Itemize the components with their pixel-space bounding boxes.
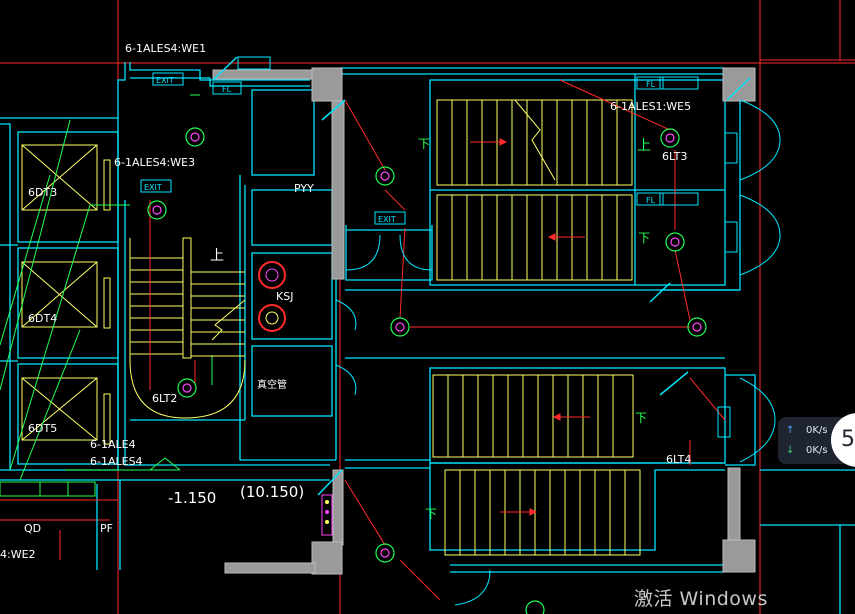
stair-6lt2 <box>129 237 246 419</box>
cable-tag-1: 6-1ALE4 <box>90 438 136 451</box>
level-label: -1.150 <box>168 489 216 507</box>
wall-tag-top: 6-1ALES4:WE1 <box>125 42 206 55</box>
elevator-label-6dt4: 6DT4 <box>28 312 57 325</box>
exit-text-1: EXIT <box>156 76 174 85</box>
upload-arrow-icon: ↑ <box>786 425 795 436</box>
download-speed: 0K/s <box>806 445 828 456</box>
stair-upper-right <box>436 99 633 281</box>
exit-text-3: EXIT <box>378 215 396 224</box>
exit-text-2: EXIT <box>144 183 162 192</box>
stair-lower-right <box>432 374 641 556</box>
down-mark-1: 下 <box>418 137 430 151</box>
up-mark-1: 上 <box>210 248 224 264</box>
cable-tag-2: 6-1ALES4 <box>90 455 143 468</box>
shaft-label-vacuum: 真空管 <box>257 378 287 391</box>
elevator-label-6dt5: 6DT5 <box>28 422 57 435</box>
room-label-pf: PF <box>100 522 113 535</box>
exit-signs <box>140 56 738 438</box>
down-mark-3: 下 <box>635 411 647 425</box>
fl-text-3: FL <box>646 196 656 205</box>
emergency-lights <box>147 127 707 614</box>
network-speed-widget[interactable]: ↑ 0K/s ↓ 0K/s 5 <box>778 413 855 467</box>
shaft-label-pyy: PYY <box>294 182 314 195</box>
red-wiring <box>0 79 726 601</box>
panel-row <box>0 481 96 497</box>
up-mark-2: 上 <box>637 138 651 154</box>
down-mark-2: 下 <box>638 231 650 245</box>
stair-label-6lt2: 6LT2 <box>152 392 177 405</box>
down-mark-4: 下 <box>425 507 437 521</box>
cable-tag-bottom: 4:WE2 <box>0 548 36 561</box>
windows-activation-watermark: 激活 Windows <box>634 588 768 610</box>
hydrants <box>258 261 286 332</box>
shaft-label-ksj: KSJ <box>276 290 293 303</box>
room-label-qd: QD <box>24 522 41 535</box>
drawing-labels: 6-1ALES4:WE1 6-1ALES4:WE3 6-1ALES1:WE5 6… <box>0 42 691 561</box>
stair-label-6lt4: 6LT4 <box>666 453 691 466</box>
columns <box>212 67 756 575</box>
download-arrow-icon: ↓ <box>786 445 795 456</box>
door-swings <box>335 99 781 606</box>
wall-tag-mid: 6-1ALES4:WE3 <box>114 156 195 169</box>
level-label-2: (10.150) <box>240 483 304 501</box>
usage-badge[interactable]: 5 <box>831 413 855 467</box>
wall-tag-right: 6-1ALES1:WE5 <box>610 100 691 113</box>
fl-text-2: FL <box>646 80 656 89</box>
upload-row: ↑ 0K/s <box>786 425 828 436</box>
upload-speed: 0K/s <box>806 425 828 436</box>
cyan-leaders <box>212 56 751 496</box>
elevator-label-6dt3: 6DT3 <box>28 186 57 199</box>
download-row: ↓ 0K/s <box>786 445 828 456</box>
direction-arrows <box>470 138 590 516</box>
hatch-block <box>321 494 333 536</box>
stair-label-6lt3: 6LT3 <box>662 150 687 163</box>
green-leader-lines <box>0 94 213 481</box>
fl-text-1: FL <box>222 85 232 94</box>
